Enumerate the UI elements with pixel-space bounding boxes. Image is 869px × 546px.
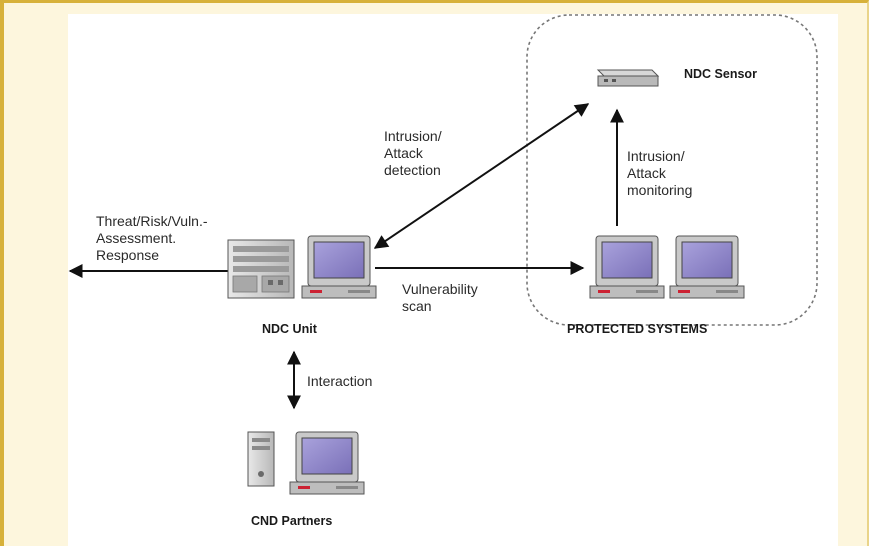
- intrusion-detection-line-1: Intrusion/: [384, 128, 442, 144]
- threat-assessment-line-2: Assessment.: [96, 230, 177, 246]
- protected-workstation-1-icon: [589, 235, 665, 299]
- threat-assessment-label: Threat/Risk/Vuln.- Assessment. Response: [96, 213, 208, 264]
- vulnerability-scan-line-2: scan: [402, 298, 432, 314]
- protected-workstation-2-icon: [669, 235, 745, 299]
- protected-systems-label: PROTECTED SYSTEMS: [567, 322, 708, 336]
- vulnerability-scan-line-1: Vulnerability: [402, 281, 478, 297]
- intrusion-detection-label: Intrusion/ Attack detection: [384, 128, 442, 179]
- ndc-sensor-label: NDC Sensor: [684, 67, 757, 81]
- ndc-unit-server-icon: [227, 239, 295, 299]
- ndc-unit-workstation-icon: [301, 235, 377, 299]
- intrusion-monitoring-line-2: Attack: [627, 165, 666, 181]
- intrusion-monitoring-label: Intrusion/ Attack monitoring: [627, 148, 692, 199]
- vulnerability-scan-label: Vulnerability scan: [402, 281, 478, 315]
- intrusion-monitoring-line-1: Intrusion/: [627, 148, 685, 164]
- interaction-label: Interaction: [307, 373, 373, 389]
- threat-assessment-line-3: Response: [96, 247, 160, 263]
- intrusion-detection-line-2: Attack: [384, 145, 423, 161]
- cnd-partner-tower-icon: [247, 431, 275, 487]
- ndc-unit-label: NDC Unit: [262, 322, 317, 336]
- detection-arrow: [373, 103, 590, 249]
- network-sensor-icon: [596, 69, 660, 87]
- cnd-partners-label: CND Partners: [251, 514, 333, 528]
- cnd-partner-workstation-icon: [289, 431, 365, 495]
- intrusion-monitoring-line-3: monitoring: [627, 182, 693, 198]
- intrusion-detection-line-3: detection: [384, 162, 441, 178]
- threat-assessment-line-1: Threat/Risk/Vuln.-: [96, 213, 208, 229]
